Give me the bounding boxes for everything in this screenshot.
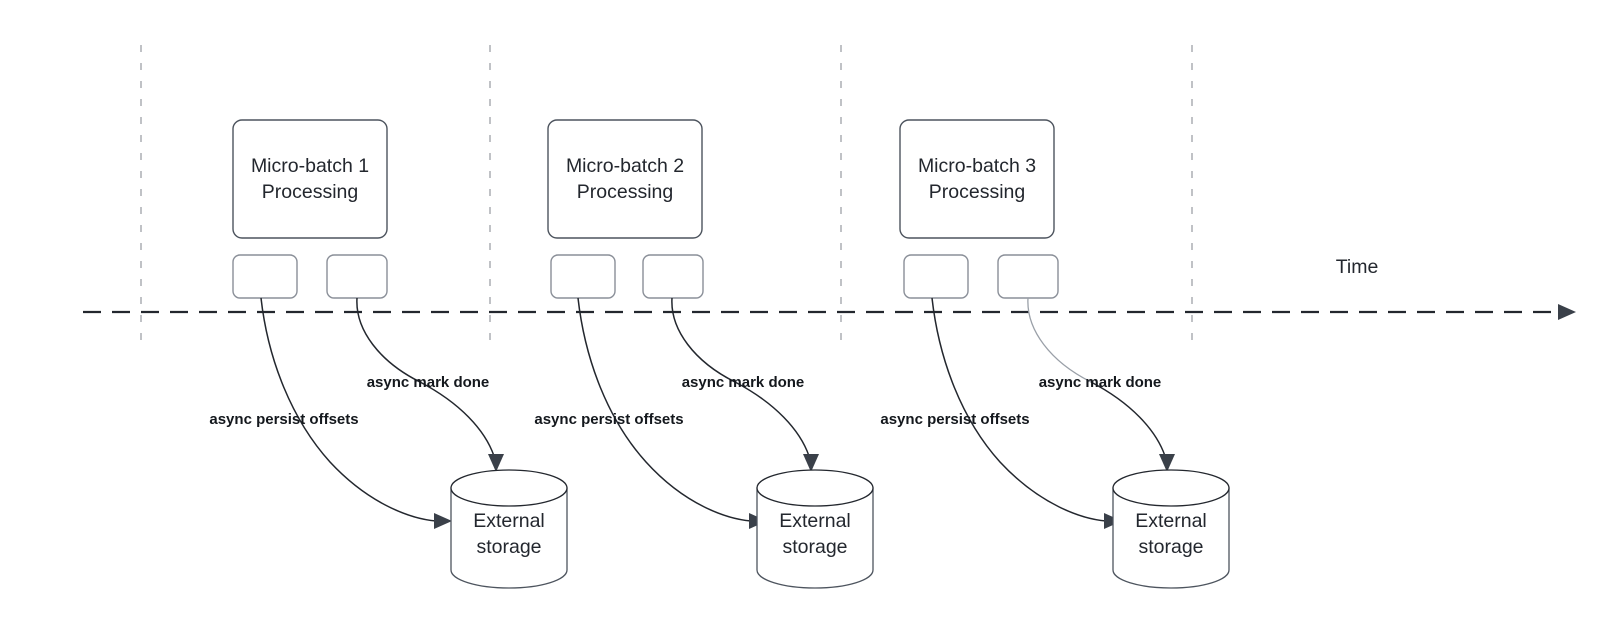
- group-1-task-box-mark[interactable]: [326, 254, 388, 299]
- group-1-mark-done-path: [356, 297, 495, 457]
- group-2-persist-offsets-label: async persist offsets: [534, 411, 683, 428]
- group-2-mark-done-path: [671, 297, 810, 457]
- group-3-mark-done-arrowhead-icon: [1159, 454, 1175, 472]
- group-3-mark-done-path: [1090, 381, 1166, 457]
- group-1-mark-done-arrowhead-icon: [488, 454, 504, 472]
- group-1-external-storage-cylinder[interactable]: [450, 469, 568, 589]
- group-1-persist-offsets-label: async persist offsets: [209, 411, 358, 428]
- micro-batch-2-box[interactable]: [547, 119, 703, 239]
- micro-batch-3-box[interactable]: [899, 119, 1055, 239]
- group-2-persist-offsets-path: [577, 297, 752, 522]
- group-2-external-storage-label-line1: External: [779, 510, 851, 532]
- time-axis-arrow-icon: [1558, 304, 1576, 320]
- group-1-mark-done-label: async mark done: [367, 374, 490, 391]
- group-2-external-storage-label-line2: storage: [782, 536, 847, 558]
- group-1-external-storage-label-line2: storage: [476, 536, 541, 558]
- micro-batch-1-box[interactable]: [232, 119, 388, 239]
- micro-batch-1-label-line2: Processing: [262, 181, 358, 203]
- group-3-external-storage-label-line2: storage: [1138, 536, 1203, 558]
- group-3-external-storage-label-line1: External: [1135, 510, 1207, 532]
- micro-batch-1-label-line1: Micro-batch 1: [251, 155, 369, 177]
- group-3-persist-offsets-label: async persist offsets: [880, 411, 1029, 428]
- group-1-task-box-persist[interactable]: [232, 254, 298, 299]
- group-3-task-box-persist[interactable]: [903, 254, 969, 299]
- micro-batch-2-label-line1: Micro-batch 2: [566, 155, 684, 177]
- group-3: Micro-batch 3 Processing async persist o…: [880, 119, 1230, 589]
- group-2-mark-done-arrowhead-icon: [803, 454, 819, 472]
- group-1-persist-offsets-arrowhead-icon: [434, 513, 452, 529]
- micro-batch-3-label-line1: Micro-batch 3: [918, 155, 1036, 177]
- micro-batch-2-label-line2: Processing: [577, 181, 673, 203]
- group-3-mark-done-path-upper: [1027, 297, 1092, 383]
- time-axis: Time: [83, 256, 1576, 320]
- micro-batch-3-label-line2: Processing: [929, 181, 1025, 203]
- group-2-task-box-mark[interactable]: [642, 254, 704, 299]
- group-3-mark-done-label: async mark done: [1039, 374, 1162, 391]
- group-2-mark-done-label: async mark done: [682, 374, 805, 391]
- group-1-persist-offsets-path: [260, 297, 437, 522]
- group-2: Micro-batch 2 Processing async persist o…: [534, 119, 874, 589]
- group-3-external-storage-cylinder[interactable]: [1112, 469, 1230, 589]
- group-3-persist-offsets-path: [931, 297, 1107, 522]
- group-1-external-storage-label-line1: External: [473, 510, 545, 532]
- group-2-task-box-persist[interactable]: [550, 254, 616, 299]
- group-1: Micro-batch 1 Processing async persist o…: [209, 119, 568, 589]
- group-3-task-box-mark[interactable]: [997, 254, 1059, 299]
- tick-lines-group: [140, 45, 1193, 340]
- group-2-external-storage-cylinder[interactable]: [756, 469, 874, 589]
- time-axis-label: Time: [1336, 256, 1379, 278]
